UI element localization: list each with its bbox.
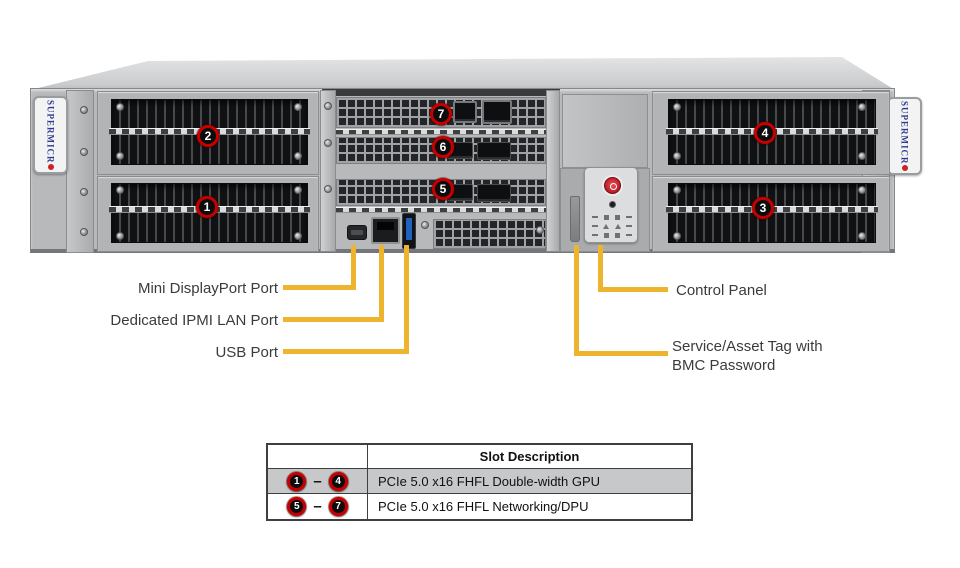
ipmi-lan-port: [371, 217, 400, 244]
slot7-port: [453, 101, 477, 123]
screw-icon: [116, 103, 124, 111]
table-header-slot-cell: [268, 445, 368, 468]
screw-icon: [116, 232, 124, 240]
qsfp-port: [477, 142, 511, 160]
left-rack-ear: [66, 90, 94, 253]
slot-rail: [336, 207, 546, 213]
label-ipmi-lan: Dedicated IPMI LAN Port: [110, 312, 278, 329]
slot-badge: 5: [287, 497, 307, 516]
mini-displayport: [347, 225, 367, 240]
callout-line-service-tag: [574, 351, 668, 356]
slot-description-cell: PCIe 5.0 x16 FHFL Double-width GPU: [378, 473, 601, 489]
callout-line-minidp: [351, 245, 356, 290]
screw-icon: [294, 186, 302, 194]
supermicro-logo-left: SUPERMICR: [33, 96, 68, 174]
screw-icon: [324, 139, 332, 147]
screw-icon: [673, 152, 681, 160]
slot-description-table: Slot Description 1 – 4 PCIe 5.0 x16 FHFL…: [266, 443, 693, 521]
callout-line-control-panel: [598, 245, 603, 292]
service-asset-tag: [570, 196, 580, 242]
hinge-strip: [546, 90, 560, 252]
logo-red-dot-icon: [47, 164, 54, 171]
chassis-recess: [322, 89, 560, 96]
callout-line-control-panel: [598, 287, 668, 292]
slot-range-cell: 1 – 4: [268, 469, 368, 493]
screw-icon: [858, 152, 866, 160]
label-control-panel: Control Panel: [676, 282, 767, 299]
led-row: [592, 223, 632, 229]
screw-icon: [80, 188, 88, 196]
callout-line-service-tag: [574, 245, 579, 356]
reset-button-icon: [609, 201, 616, 208]
screw-icon: [324, 185, 332, 193]
screw-icon: [673, 186, 681, 194]
slot-badge-6: 6: [432, 136, 454, 158]
screw-icon: [80, 228, 88, 236]
label-service-tag-line2: BMC Password: [672, 357, 776, 374]
screw-icon: [294, 152, 302, 160]
slot-badge-4: 4: [754, 122, 776, 144]
screw-icon: [858, 232, 866, 240]
screw-icon: [324, 102, 332, 110]
control-panel: [584, 167, 638, 243]
callout-line-ipmi: [283, 317, 384, 322]
table-header-description: Slot Description: [479, 449, 580, 464]
screw-icon: [294, 232, 302, 240]
screw-icon: [80, 106, 88, 114]
screw-icon: [116, 186, 124, 194]
logo-red-dot-icon: [901, 165, 908, 172]
qsfp-port: [477, 184, 511, 202]
slot-badge: 7: [328, 497, 348, 516]
io-grille: [433, 219, 546, 249]
table-row: 1 – 4 PCIe 5.0 x16 FHFL Double-width GPU: [268, 469, 691, 494]
screw-icon: [80, 148, 88, 156]
label-service-tag-line1: Service/Asset Tag with: [672, 338, 823, 355]
screw-icon: [116, 152, 124, 160]
usb-port: [402, 213, 416, 249]
screw-icon: [421, 221, 429, 229]
label-service-tag: Service/Asset Tag with BMC Password: [672, 337, 823, 375]
callout-line-usb: [404, 245, 409, 354]
table-row: 5 – 7 PCIe 5.0 x16 FHFL Networking/DPU: [268, 494, 691, 519]
screw-icon: [858, 103, 866, 111]
range-dash: –: [313, 498, 322, 515]
slot-badge-2: 2: [197, 125, 219, 147]
screw-icon: [858, 186, 866, 194]
screw-icon: [294, 103, 302, 111]
callout-line-ipmi: [379, 245, 384, 322]
supermicro-logo-right: SUPERMICR: [887, 97, 922, 175]
slot-badge: 1: [287, 471, 307, 491]
slot-range-cell: 5 – 7: [268, 494, 368, 519]
chassis-lid: [30, 57, 895, 90]
slot-badge-7: 7: [430, 103, 452, 125]
slot7-port: [482, 100, 512, 124]
brand-text: SUPERMICR: [45, 99, 56, 164]
screw-icon: [673, 232, 681, 240]
screw-icon: [536, 226, 544, 234]
power-button-icon: [604, 177, 621, 194]
slot-description-cell: PCIe 5.0 x16 FHFL Networking/DPU: [378, 499, 589, 514]
range-dash: –: [313, 472, 322, 490]
label-usb: USB Port: [215, 344, 278, 361]
slot-badge-1: 1: [196, 196, 218, 218]
label-mini-displayport: Mini DisplayPort Port: [137, 280, 278, 297]
hinge-strip: [320, 90, 336, 252]
blank-cover-plate: [562, 94, 648, 168]
brand-text: SUPERMICR: [899, 100, 910, 165]
led-row: [592, 214, 632, 220]
slot-rail: [336, 129, 546, 135]
screw-icon: [673, 103, 681, 111]
callout-line-usb: [283, 349, 409, 354]
led-row: [592, 232, 632, 238]
slot-badge: 4: [328, 471, 348, 491]
slot-badge-5: 5: [432, 178, 454, 200]
table-header-row: Slot Description: [268, 445, 691, 469]
slot-badge-3: 3: [752, 197, 774, 219]
callout-line-minidp: [283, 285, 356, 290]
